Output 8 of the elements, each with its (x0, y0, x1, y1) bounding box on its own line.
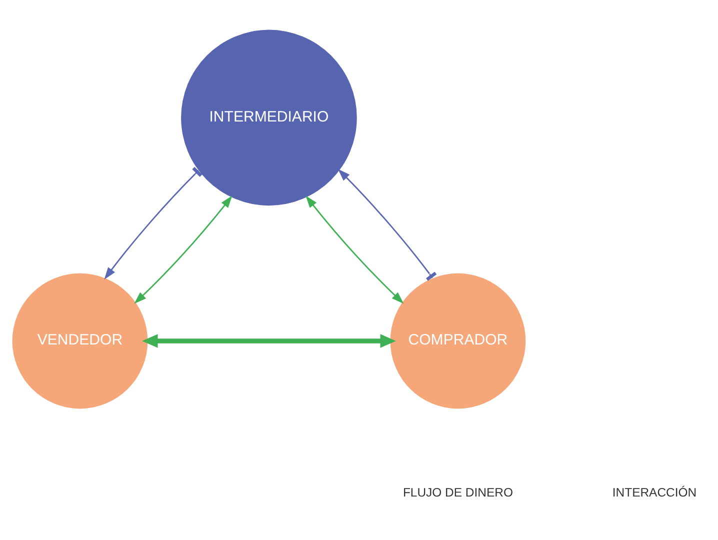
legend-label: FLUJO DE DINERO (402, 486, 513, 500)
arrow (306, 196, 404, 304)
arrow (104, 166, 202, 280)
arrow (134, 196, 232, 304)
legend-label: INTERACCIÓN (612, 486, 697, 500)
arrow (142, 334, 396, 348)
node-circle: INTERMEDIARIO (181, 30, 357, 206)
arrow (338, 169, 437, 281)
